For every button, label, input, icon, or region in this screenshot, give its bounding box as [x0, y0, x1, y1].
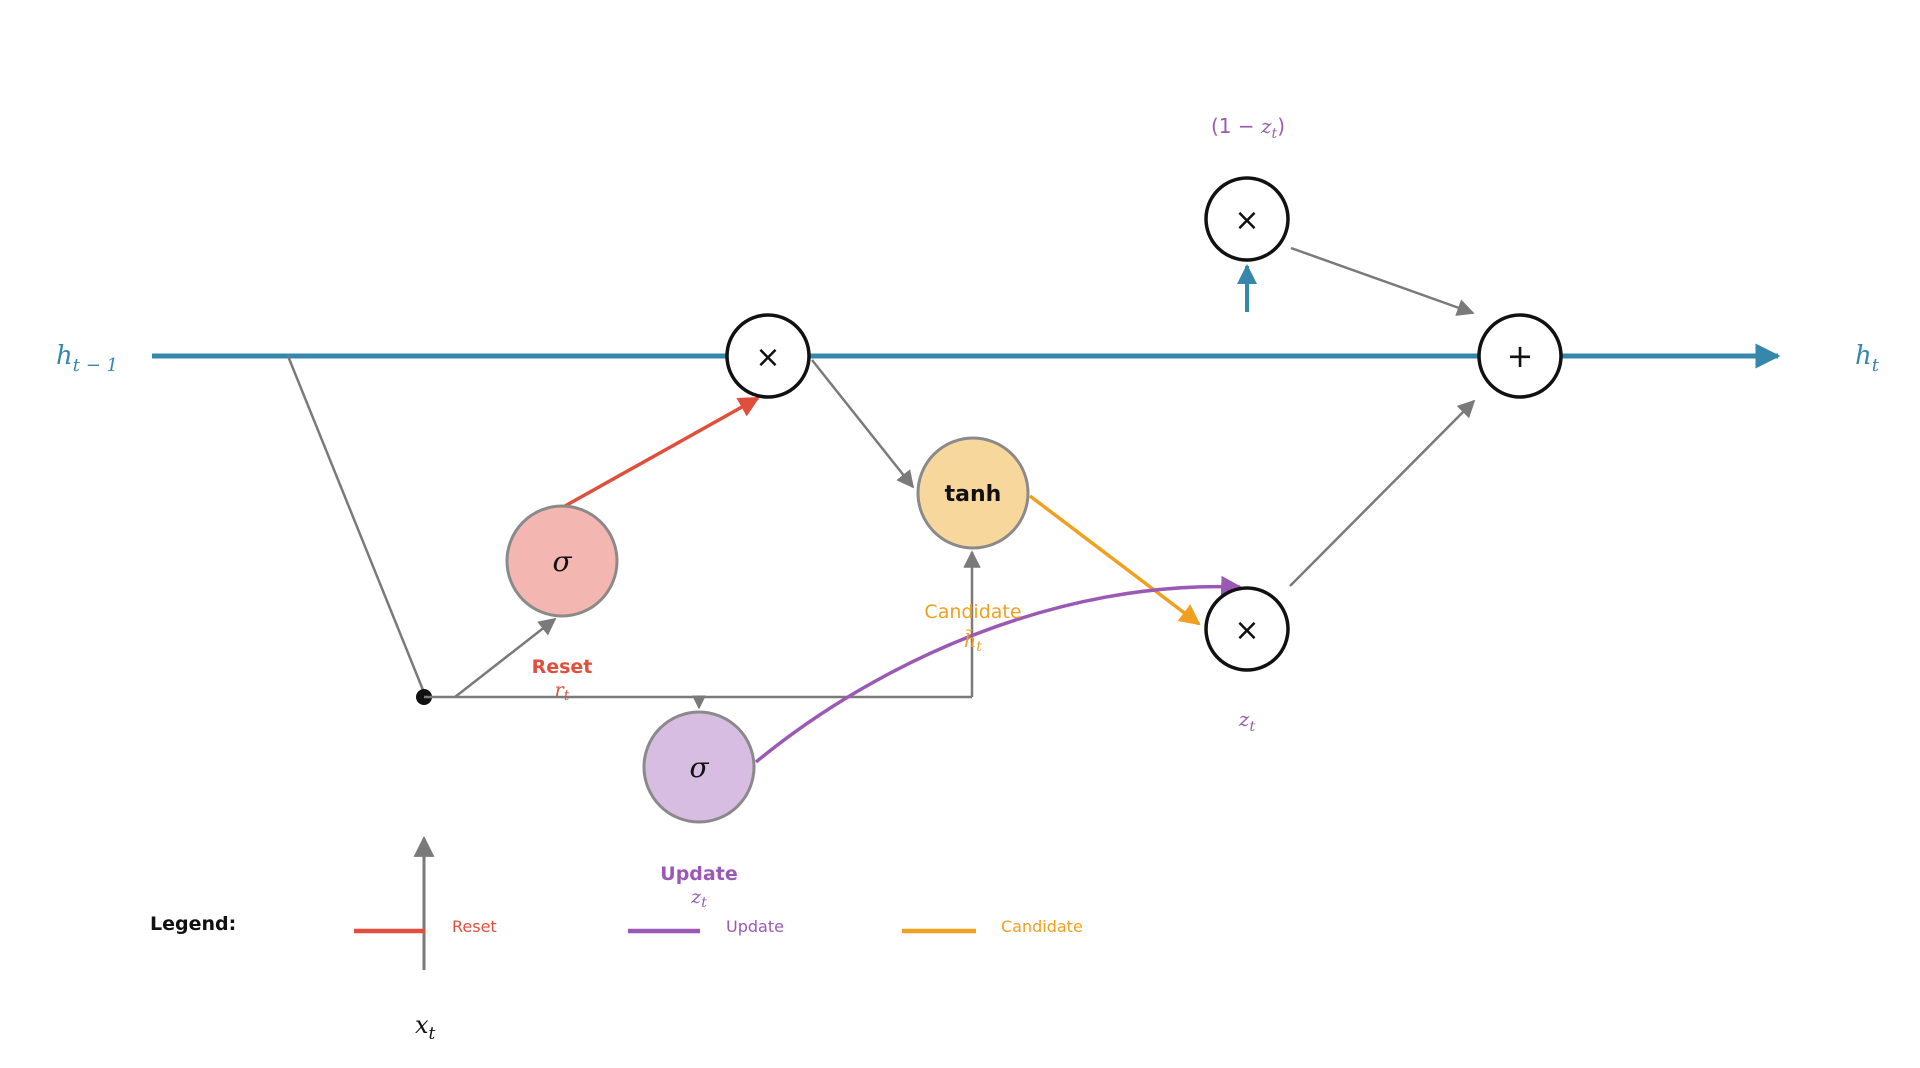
legend-update-label: Update [726, 917, 784, 936]
candidate-symbol-label: h̃t [964, 629, 982, 655]
tanh-label: tanh [945, 482, 1002, 507]
one-minus-z-label: (1 − zt) [1211, 114, 1285, 142]
update-to-multiply-edge [754, 575, 1243, 764]
reset-title-label: Reset [532, 656, 593, 678]
reset-symbol-label: rt [555, 679, 570, 704]
z-t-lower-label: zt [1238, 707, 1256, 735]
sigma-icon: σ [689, 751, 709, 784]
update-gate-node: σ [642, 710, 756, 824]
reset-to-multiply-edge [564, 396, 760, 508]
update-top-multiply-node: × [1204, 176, 1290, 262]
update-bottom-multiply-node: × [1204, 586, 1290, 672]
h-prev-label: ht − 1 [56, 341, 118, 376]
legend: Legend: Reset Update Candidate [150, 913, 1083, 936]
hprev-to-junction-edge [286, 355, 427, 696]
sigma-icon: σ [552, 545, 572, 578]
reset-multiply-node: × [725, 313, 811, 399]
update-symbol-label: zt [690, 886, 707, 911]
reset-gate-node: σ [505, 504, 619, 618]
update-title-label: Update [660, 863, 737, 885]
multiply-icon: × [1234, 613, 1259, 648]
plus-icon: + [1507, 337, 1534, 375]
candidate-tanh-node: tanh [916, 436, 1030, 550]
multiply-to-add-lower-edge [1289, 399, 1476, 587]
x-t-label: xt [415, 1011, 436, 1044]
multiply-to-tanh-edge [811, 359, 915, 489]
output-add-node: + [1477, 313, 1563, 399]
h-next-label: ht [1855, 341, 1880, 376]
junction-to-reset-edge [454, 617, 557, 698]
legend-title: Legend: [150, 913, 236, 935]
multiply-icon: × [755, 340, 780, 375]
legend-reset-label: Reset [452, 917, 497, 936]
multiply-icon: × [1234, 203, 1259, 238]
legend-candidate-label: Candidate [1001, 917, 1083, 936]
multiply-to-add-upper-edge [1290, 246, 1475, 316]
candidate-title-label: Candidate [924, 601, 1021, 623]
tanh-to-multiply-edge [1028, 494, 1201, 626]
